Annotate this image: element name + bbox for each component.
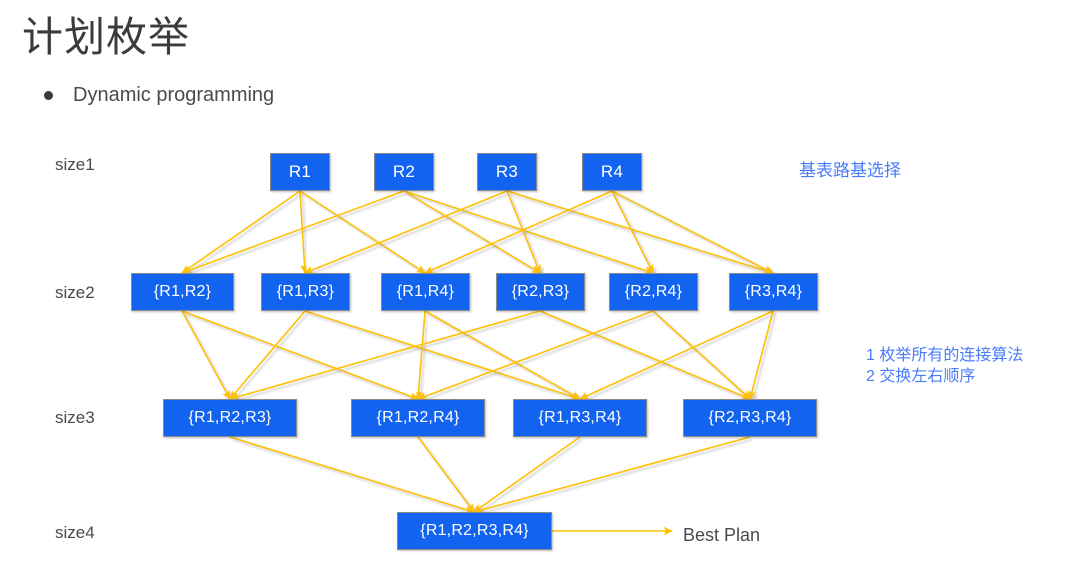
size-label-size4: size4 — [55, 523, 95, 542]
edge-size1-size2 — [611, 190, 654, 275]
relation-node[interactable]: {R1,R2,R3} — [163, 399, 297, 437]
edge-size2-size3 — [228, 310, 541, 401]
relation-node[interactable]: R4 — [582, 153, 642, 191]
edge-size1-size2 — [303, 190, 508, 274]
edge-size2-size3 — [304, 310, 582, 401]
edge-size1-size2 — [403, 190, 655, 275]
annotation-text: 基表路基选择 — [799, 161, 901, 180]
annotation-text: 2 交换左右顺序 — [866, 368, 976, 385]
relation-node[interactable]: R1 — [270, 153, 330, 191]
edge-size3-size4 — [472, 436, 751, 514]
edge-size3-size4 — [417, 436, 475, 514]
edge-size1-size2 — [423, 190, 613, 274]
edge-size1-size2 — [180, 190, 301, 274]
bullet-item-label: Dynamic programming — [73, 84, 275, 106]
size-label-size1: size1 — [55, 155, 95, 174]
edge-size1-size2 — [506, 190, 775, 275]
bullet-list-item: Dynamic programming — [44, 82, 274, 108]
relation-node[interactable]: {R2,R3,R4} — [683, 399, 817, 437]
edge-size3-size4 — [472, 436, 581, 513]
edge-size1-size2 — [506, 190, 541, 275]
relation-node[interactable]: {R2,R3} — [496, 273, 585, 311]
relation-node[interactable]: {R1,R2,R4} — [351, 399, 485, 437]
edge-size2-size3 — [416, 310, 654, 400]
edge-size1-size2 — [299, 190, 427, 274]
annotation-text: 1 枚举所有的连接算法 — [866, 347, 1024, 364]
edge-size1-size2 — [299, 190, 309, 275]
relation-node[interactable]: {R1,R3} — [261, 273, 350, 311]
best-plan-label: Best Plan — [683, 525, 761, 545]
relation-node[interactable]: {R1,R4} — [381, 273, 470, 311]
edge-size1-size2 — [403, 190, 542, 274]
relation-node[interactable]: {R1,R2,R3,R4} — [397, 512, 552, 550]
edge-size2-size3 — [424, 310, 582, 400]
edges-group — [180, 190, 775, 514]
edge-size1-size2 — [611, 190, 775, 274]
edge-size3-size4 — [229, 436, 476, 514]
edge-size2-size3 — [539, 310, 752, 400]
relation-node[interactable]: {R2,R4} — [609, 273, 698, 311]
size-label-size2: size2 — [55, 283, 95, 302]
edge-size2-size3 — [414, 310, 426, 401]
edge-size2-size3 — [652, 310, 751, 400]
size-label-size3: size3 — [55, 408, 95, 427]
relation-node[interactable]: {R1,R3,R4} — [513, 399, 647, 437]
edge-size2-size3 — [578, 310, 774, 400]
relation-node[interactable]: {R1,R2} — [131, 273, 234, 311]
edge-size2-size3 — [229, 310, 306, 400]
page-title: 计划枚举 — [22, 14, 190, 60]
edge-size1-size2 — [180, 190, 405, 275]
bullet-dot-icon — [44, 90, 53, 100]
edge-size2-size3 — [181, 310, 231, 401]
relation-node[interactable]: R3 — [477, 153, 537, 191]
edge-size2-size3 — [181, 310, 420, 400]
relation-node[interactable]: {R3,R4} — [729, 273, 818, 311]
edge-size2-size3 — [748, 310, 774, 401]
relation-node[interactable]: R2 — [374, 153, 434, 191]
